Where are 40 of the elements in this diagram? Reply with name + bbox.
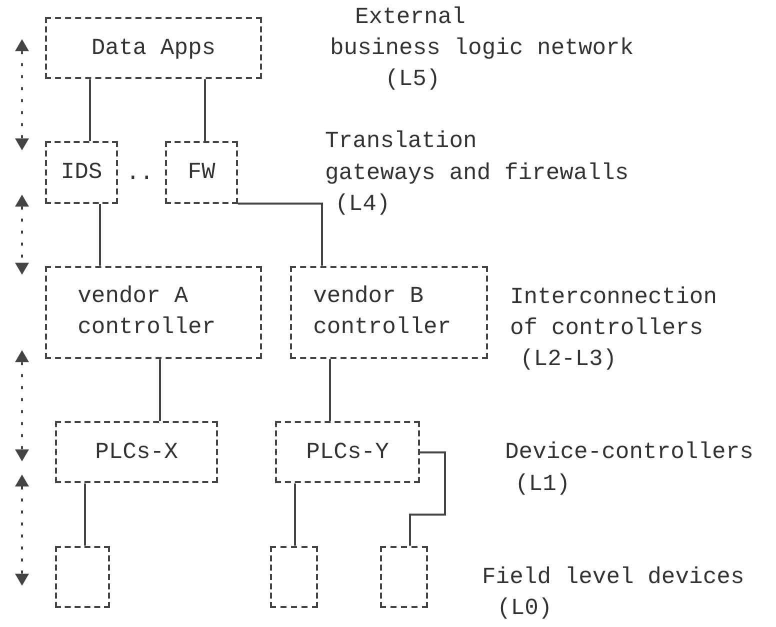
- layer-label: (L0): [497, 594, 552, 623]
- device-box: [380, 546, 428, 608]
- device-box: [270, 546, 318, 608]
- layer-label: Device-controllers: [505, 438, 754, 468]
- node-label: vendor B controller: [313, 282, 452, 342]
- layer-label: Field level devices: [482, 562, 744, 592]
- layer-label: (L4): [335, 190, 390, 219]
- connector-line: [84, 484, 86, 546]
- component-box: [55, 421, 218, 484]
- connector-line: [329, 359, 331, 422]
- layer-label: of controllers: [510, 314, 704, 343]
- connector-line: [294, 484, 296, 546]
- connector-line: [204, 79, 206, 142]
- layer-label: (L2-L3): [520, 345, 617, 374]
- device-box: [55, 546, 110, 608]
- connector-line: [99, 204, 101, 266]
- component-box: [45, 141, 118, 204]
- node-label: PLCs-Y: [306, 438, 389, 467]
- layer-label: Translation: [325, 127, 477, 156]
- node-label: vendor A controller: [78, 282, 217, 342]
- node-label: FW: [188, 158, 216, 187]
- layer-label: External: [355, 3, 466, 32]
- node-label: PLCs-X: [95, 438, 178, 467]
- connector-line: [238, 202, 323, 266]
- connector-line: [89, 79, 91, 142]
- layer-label: Interconnection: [510, 282, 718, 312]
- layer-label: (L5): [385, 65, 440, 94]
- component-box: [275, 421, 420, 484]
- connector-line: [159, 359, 161, 422]
- component-box: [165, 141, 238, 204]
- connector-line: [409, 451, 446, 546]
- layer-label: (L1): [515, 470, 570, 498]
- component-box: [45, 266, 262, 360]
- layer-label: gateways and firewalls: [325, 158, 629, 188]
- node-label: IDS: [60, 158, 102, 187]
- component-box: [290, 266, 488, 360]
- component-box: [45, 17, 262, 80]
- layer-label: business logic network: [330, 34, 634, 64]
- layer-label: ..: [126, 158, 154, 188]
- node-label: Data Apps: [91, 34, 216, 63]
